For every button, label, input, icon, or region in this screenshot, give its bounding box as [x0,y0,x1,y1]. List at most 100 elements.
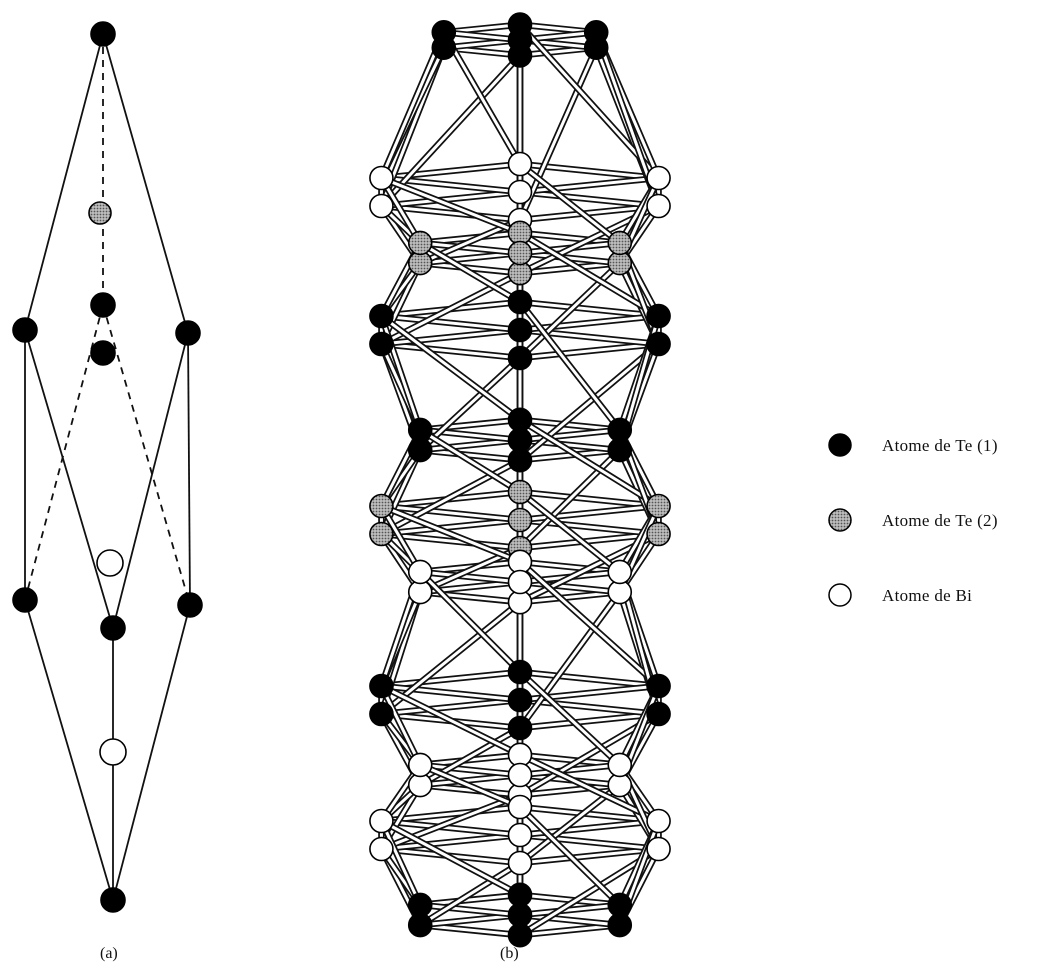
bond-rod [416,859,524,929]
legend-label-te2: Atome de Te (2) [882,511,998,530]
te1-atom [100,615,126,641]
bond-rod [516,416,662,510]
te2-atom [88,201,112,225]
bi-atom [369,165,394,191]
bi-atom [507,569,533,595]
bond-rod [416,446,524,464]
bond-rod [378,682,424,769]
bond-rod [516,259,624,362]
panel-a-caption: (a) [100,945,118,962]
bond-rod [516,530,662,552]
bond-rod [378,52,524,210]
bond-rod [416,771,524,789]
bond-rod [516,668,624,769]
te1-atom-top [90,21,116,47]
bond-rod [516,160,624,247]
te1-atom [407,892,433,918]
te1-atom [507,687,533,713]
bond-rod [516,710,662,732]
bond-rod [378,682,524,704]
bond-rod [416,239,524,306]
bond-rod [378,696,524,718]
bond-rod [516,446,624,464]
legend-label-te1: Atome de Te (1) [882,436,998,455]
bi-atom [507,822,533,848]
bond-rod [416,568,524,586]
bond-rod [516,502,662,524]
bond-rod [516,298,624,434]
bond-rod [516,588,624,606]
bond-rod [516,578,624,596]
te1-atom [369,701,394,727]
bond-rod [416,891,524,909]
bond-rod [516,558,624,576]
te1-atom [12,587,38,613]
te2-atom-symbol [828,508,852,532]
te1-atom [507,345,533,371]
te1-atom [369,303,394,329]
bond-rod [516,891,624,909]
bond-rod [516,845,662,867]
bond-rod [516,416,624,434]
bond-line [187,332,191,606]
bond-rod [516,781,624,799]
te1-atom [12,317,38,343]
te1-atom [507,27,533,53]
bi-atom [646,808,671,834]
bond-rod [378,174,424,247]
bond-rod [378,682,524,759]
bi-atom [646,165,671,191]
bond-rod [516,249,624,267]
bond-rod [378,174,524,237]
bi-atom [507,794,533,820]
unit-cell-atoms [12,21,203,913]
te2-atom [407,230,433,256]
bond-rod [416,921,524,939]
bond-rod [378,668,524,690]
bond-rod [516,921,624,939]
bond-rod [516,803,624,909]
te1-atom-bottom [100,887,126,913]
te1-atom [175,320,201,346]
te1-atom [507,289,533,315]
legend-item-te1: Atome de Te (1) [828,433,998,457]
bi-atom [607,752,633,778]
panel-b-caption: (b) [500,945,519,962]
bond-rod [378,817,524,839]
bond-rod [416,416,524,434]
te2-atom [646,521,671,547]
bond-rod [516,558,662,690]
bond-rod [516,488,624,576]
bi-atom [407,752,433,778]
bond-rod [516,21,662,182]
bond-rod [516,831,662,853]
bi-atom [99,738,127,766]
te2-atom [646,493,671,519]
bi-atom [646,193,671,219]
bond-rod [416,761,524,811]
bond-rod [416,724,524,789]
bond-rod [516,202,662,224]
bond-rod [416,239,524,257]
bi-atom [369,808,394,834]
bond-rod [416,229,524,247]
panel-a-unit-cell: (a) [12,21,203,962]
te1-atom [90,292,116,318]
bond-rod [416,426,524,496]
te1-atom [507,902,533,928]
bi-atom-symbol [828,583,852,607]
bi-atom [369,193,394,219]
bond-line [24,329,114,629]
bond-rod [378,817,424,909]
bi-atom [507,850,533,876]
bond-rod [516,751,662,825]
te2-atom [607,230,633,256]
te1-atom [177,592,203,618]
te1-atom [90,340,116,366]
te2-atom [507,240,533,266]
bond-rod [516,751,624,769]
bond-rod [378,502,524,566]
te1-atom [369,331,394,357]
te1-atom [507,715,533,741]
legend: Atome de Te (1) Atome de Te (2) Atome de… [828,433,998,607]
